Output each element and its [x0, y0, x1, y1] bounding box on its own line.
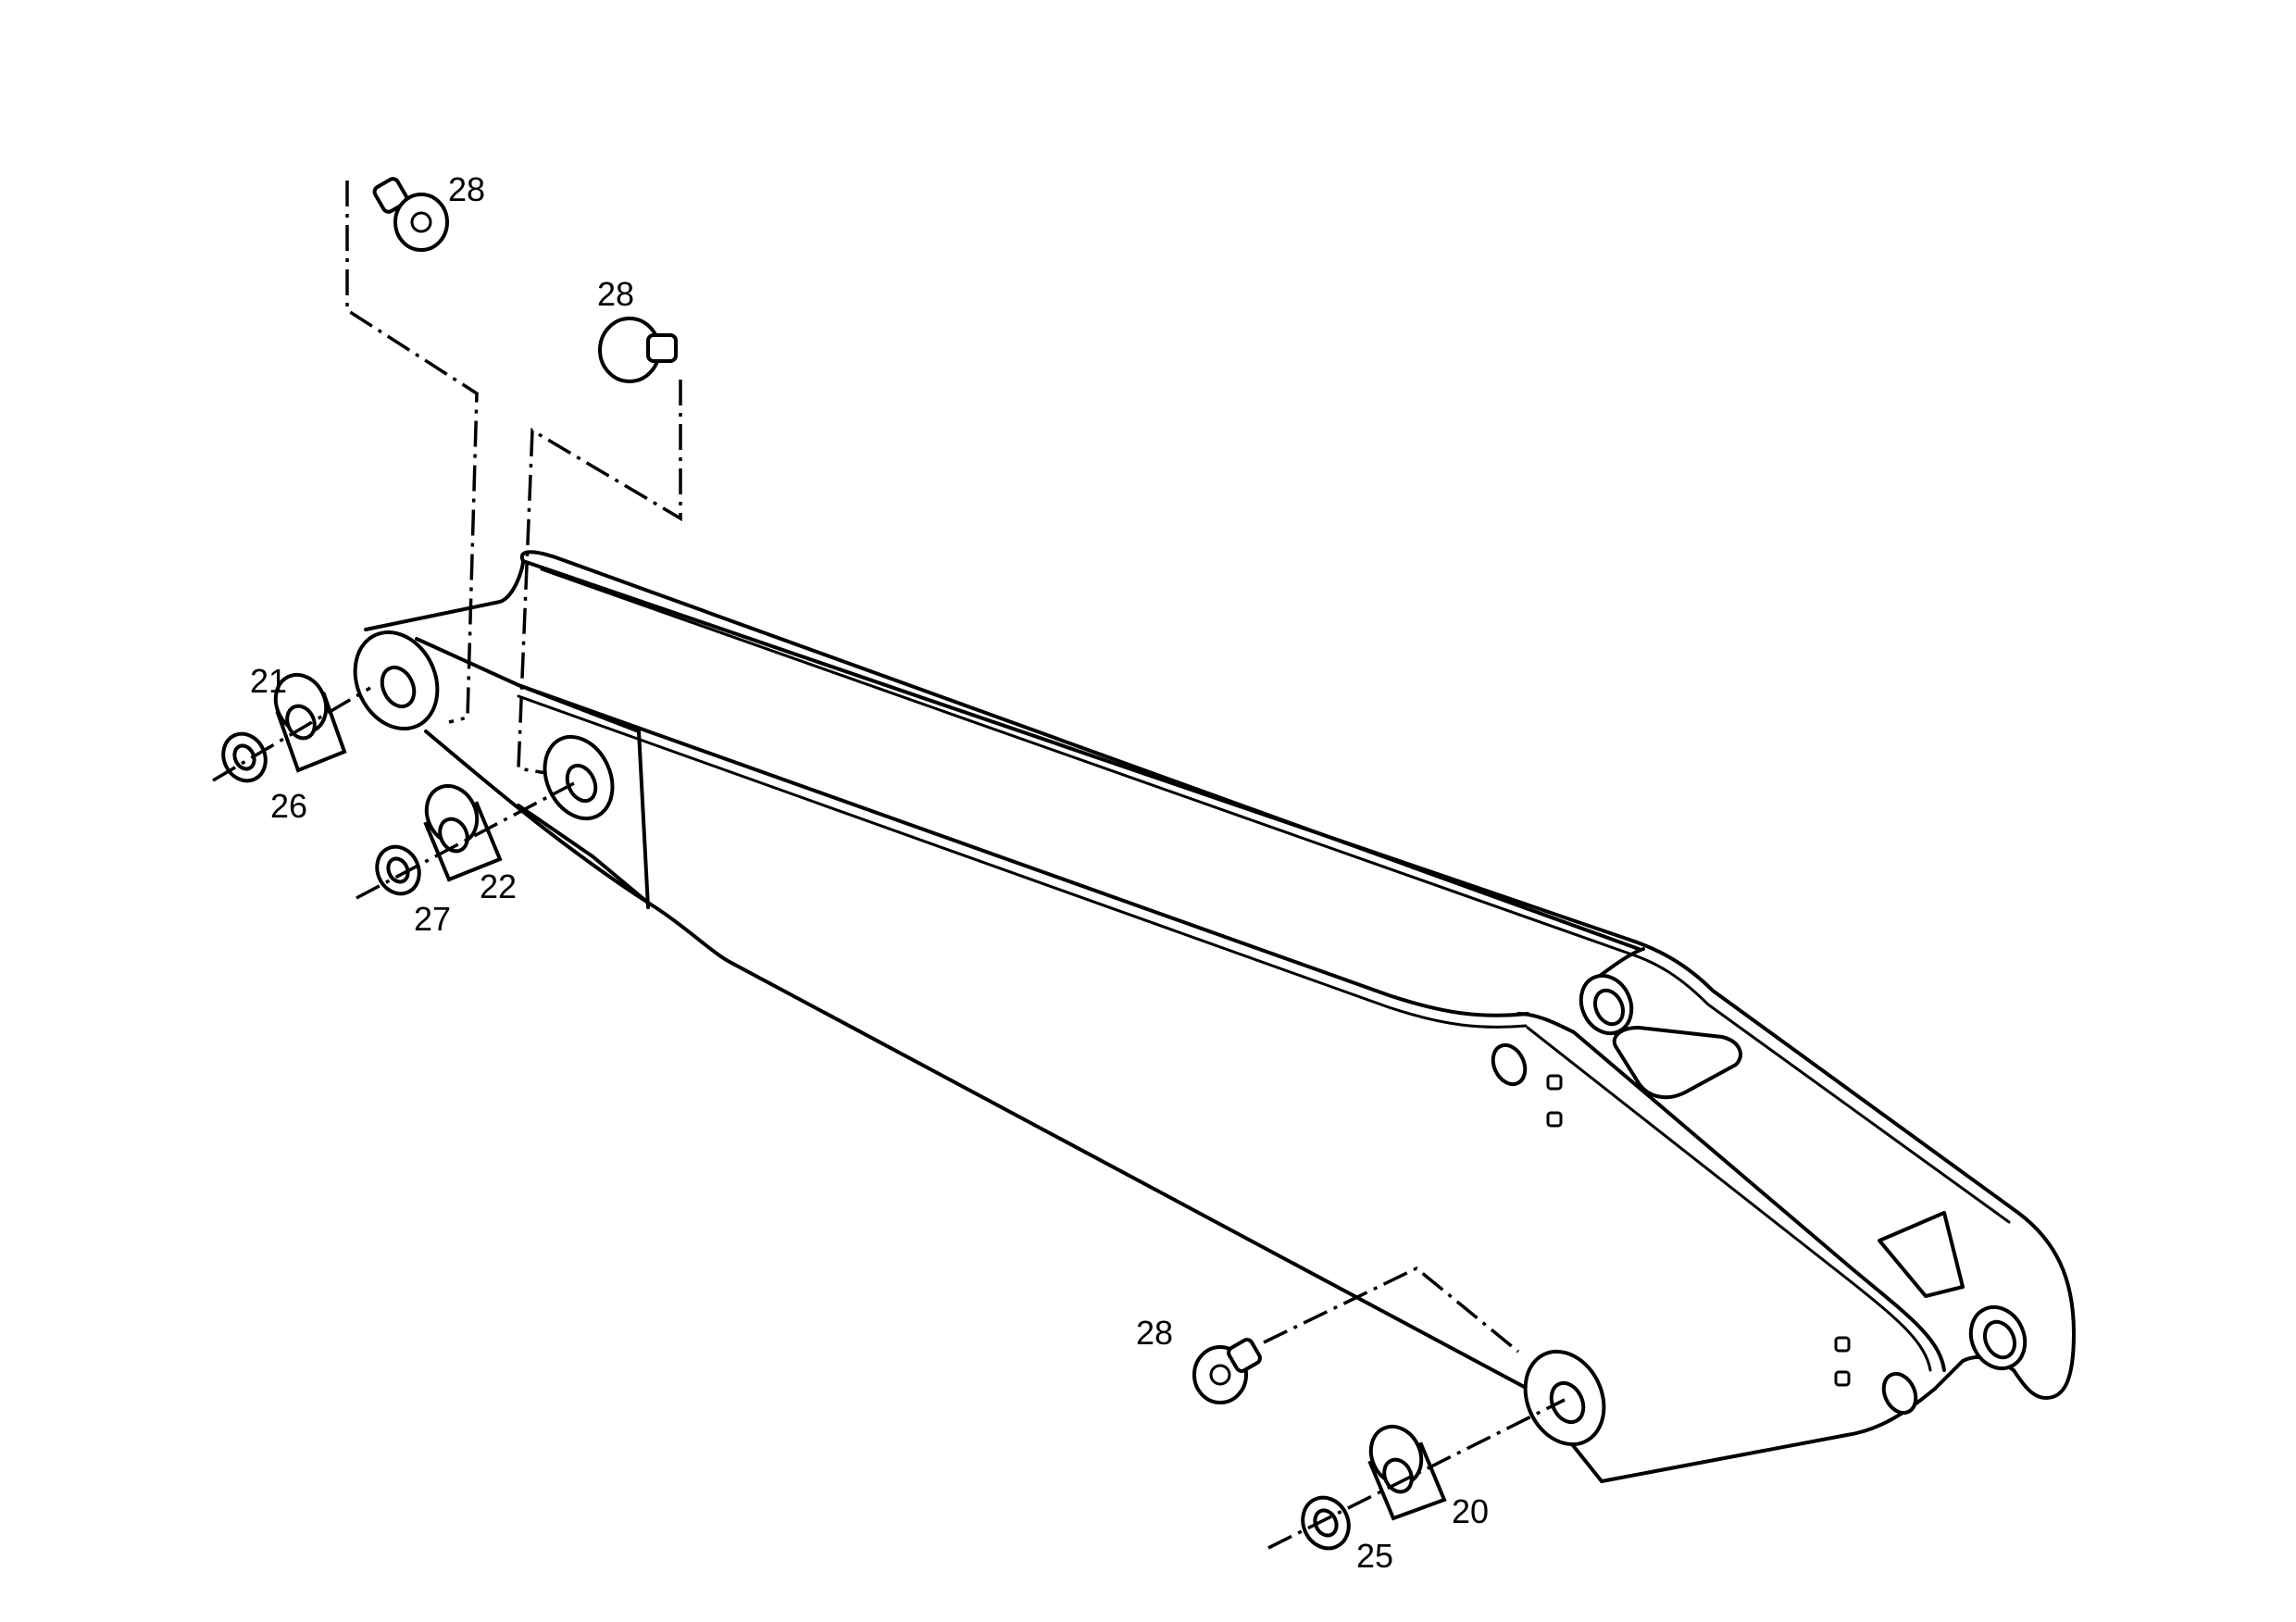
leader-line-middle-fitting — [517, 380, 682, 775]
callout-20: 20 — [1452, 1492, 1489, 1530]
axis-line-middle — [356, 781, 575, 900]
washer-27 — [375, 844, 421, 896]
grease-fitting-28-middle — [598, 317, 678, 383]
boom-arm — [353, 550, 2076, 1483]
callout-22: 22 — [480, 867, 517, 905]
bushing-21 — [273, 672, 347, 773]
callout-26: 26 — [270, 787, 307, 825]
grease-fitting-28-top — [372, 177, 449, 252]
leader-line-lower-fitting — [1263, 1266, 1520, 1354]
callout-27: 27 — [414, 900, 451, 938]
callout-25: 25 — [1356, 1537, 1393, 1575]
leader-line-top-fitting — [345, 181, 479, 724]
callout-28-lower: 28 — [1136, 1314, 1173, 1352]
bushing-22 — [423, 783, 503, 882]
axis-line-lower — [1267, 1398, 1566, 1550]
callout-28-top: 28 — [448, 170, 485, 208]
grease-fitting-28-lower — [1192, 1338, 1262, 1404]
washer-26 — [221, 731, 268, 783]
callout-28-middle: 28 — [597, 275, 634, 313]
axis-line-upper — [212, 686, 371, 782]
bushing-20 — [1367, 1424, 1447, 1521]
washer-25 — [1301, 1495, 1351, 1551]
callout-21: 21 — [250, 662, 287, 700]
